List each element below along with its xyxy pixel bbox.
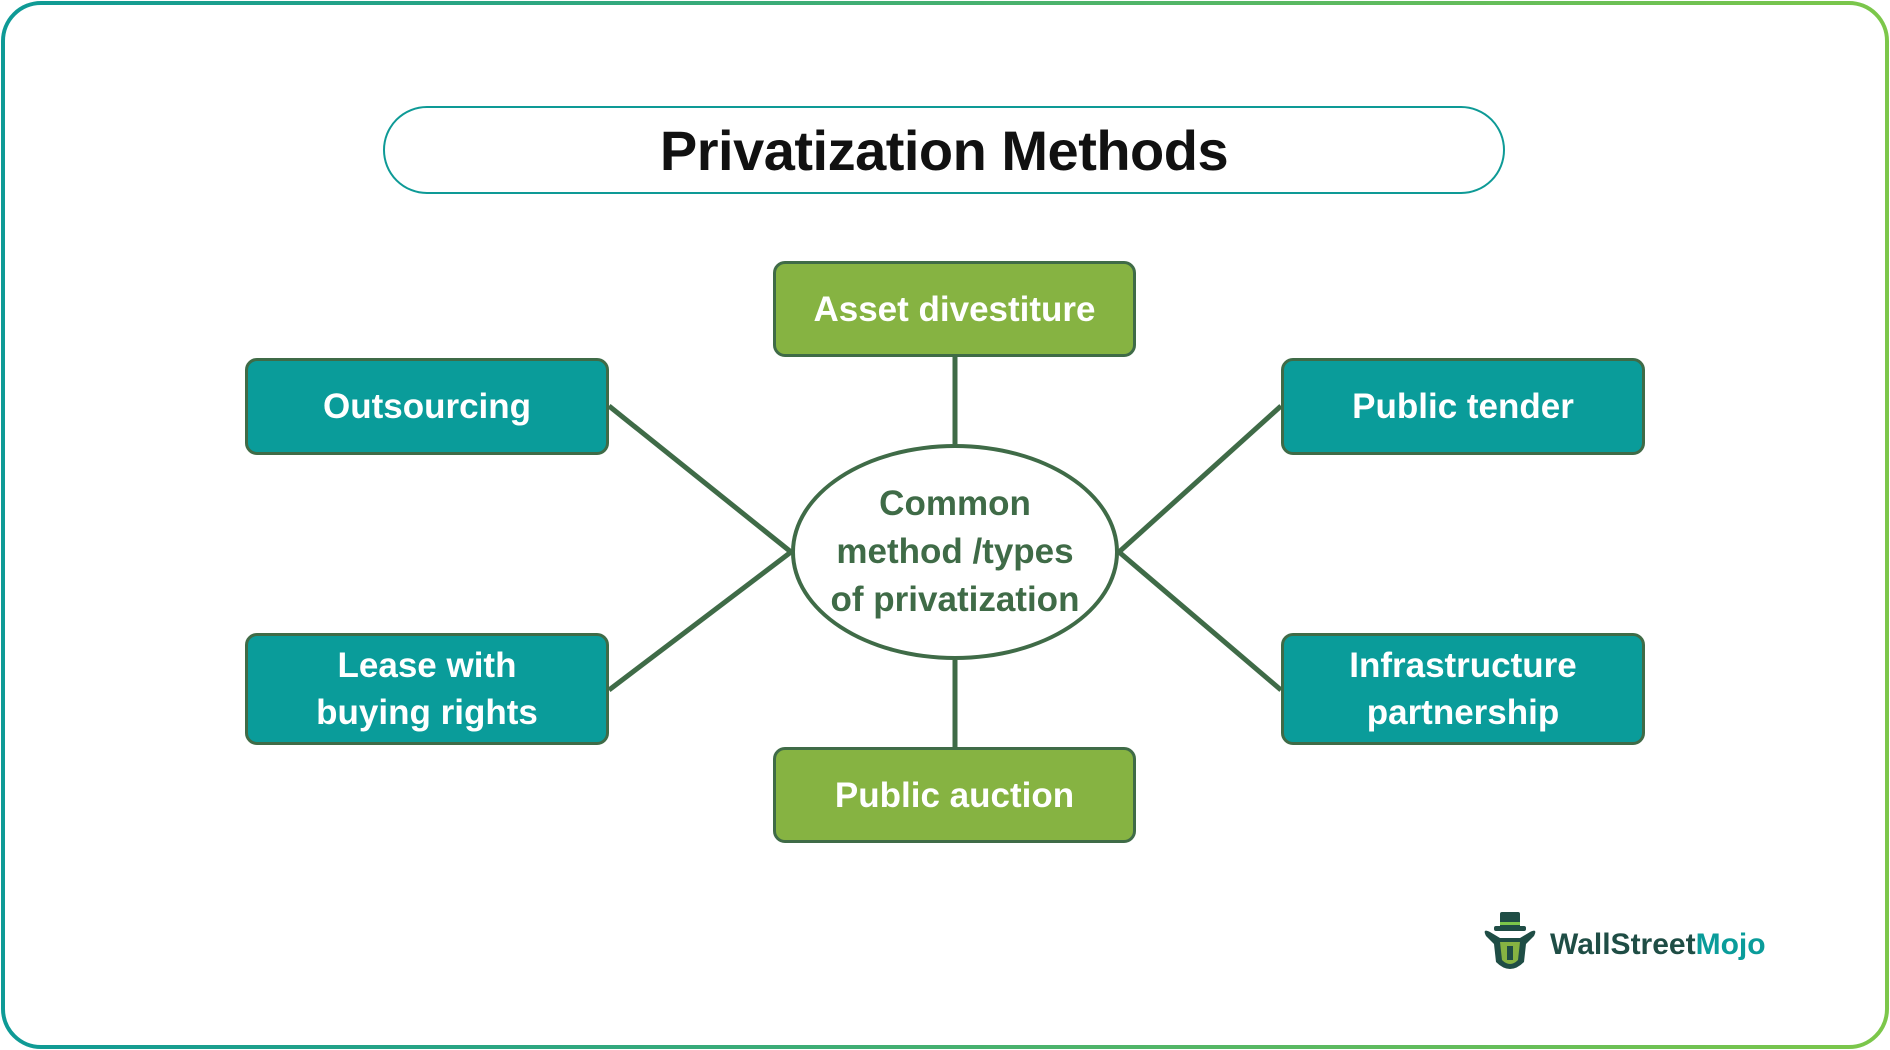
node-infrastructure-partnership: Infrastructure partnership (1281, 633, 1645, 745)
center-line3: of privatization (830, 580, 1080, 619)
node-label-line2: partnership (1366, 693, 1560, 732)
connector-right-top (1117, 404, 1283, 554)
center-node: Common method /types of privatization (791, 444, 1119, 660)
connector-left-top (607, 404, 793, 554)
wallstreetmojo-logo: WallStreetMojo (1480, 910, 1766, 980)
node-label: Public tender (1352, 387, 1574, 426)
bull-hat-icon (1484, 912, 1536, 969)
node-public-tender: Public tender (1281, 358, 1645, 455)
node-label: Lease with buying rights (316, 642, 538, 736)
logo-text: WallStreetMojo (1550, 928, 1766, 962)
node-label: Infrastructure partnership (1349, 642, 1577, 736)
logo-text-part2: Mojo (1695, 928, 1766, 961)
node-label-line1: Lease with (337, 646, 517, 685)
center-line1: Common (879, 484, 1031, 523)
connector-left-bottom (607, 550, 793, 692)
node-label: Asset divestiture (813, 289, 1096, 329)
node-lease-with-buying-rights: Lease with buying rights (245, 633, 609, 745)
node-label-line2: buying rights (316, 693, 538, 732)
node-label-line1: Infrastructure (1349, 646, 1577, 685)
node-outsourcing: Outsourcing (245, 358, 609, 455)
node-asset-divestiture: Asset divestiture (773, 261, 1136, 357)
connector-right-bottom (1117, 550, 1283, 692)
title-pill: Privatization Methods (383, 106, 1505, 194)
logo-text-part1: WallStreet (1550, 928, 1696, 961)
page-title: Privatization Methods (659, 118, 1229, 182)
node-public-auction: Public auction (773, 747, 1136, 843)
center-line2: method /types (836, 532, 1074, 571)
node-label: Outsourcing (322, 387, 532, 426)
node-label: Public auction (834, 775, 1075, 815)
